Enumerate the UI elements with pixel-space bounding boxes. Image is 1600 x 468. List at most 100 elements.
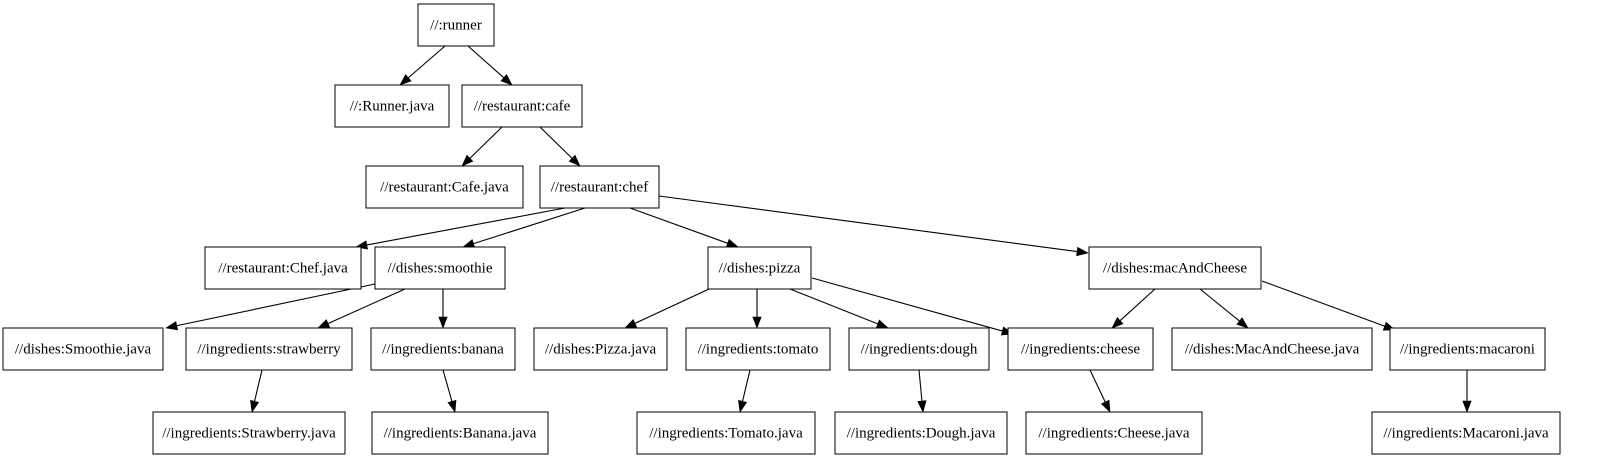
edge-line [406,45,446,80]
graph-node-macaroni_java[interactable]: //ingredients:Macaroni.java [1371,411,1561,455]
edge-arrowhead-icon [165,321,179,331]
node-box[interactable] [365,165,524,209]
edge-arrowhead-icon [250,399,260,413]
graph-node-tomato_java[interactable]: //ingredients:Tomato.java [636,411,816,455]
graph-edge [399,45,446,86]
graph-node-dishes_smoothie[interactable]: //dishes:smoothie [374,246,506,290]
edge-arrowhead-icon [1236,317,1249,329]
node-box[interactable] [417,3,495,47]
node-label: //restaurant:Chef.java [218,260,348,276]
graph-node-strawberry_java[interactable]: //ingredients:Strawberry.java [152,411,346,455]
node-label: //:Runner.java [350,98,435,114]
node-box[interactable] [539,165,660,209]
edge-arrowhead-icon [438,316,448,329]
graph-edge [1111,288,1156,329]
node-label: //ingredients:Macaroni.java [1383,425,1549,441]
edge-arrowhead-icon [1100,399,1111,413]
edge-arrowhead-icon [1462,400,1472,413]
node-box[interactable] [2,327,164,371]
graph-node-cheese_java[interactable]: //ingredients:Cheese.java [1025,411,1203,455]
graph-node-macandchz_java[interactable]: //dishes:MacAndCheese.java [1171,327,1373,371]
edge-arrowhead-icon [399,74,412,86]
node-label: //:runner [430,17,482,33]
node-box[interactable] [371,411,549,455]
graph-edge [462,207,586,248]
node-label: //dishes:Pizza.java [545,341,657,357]
graph-node-restaurant_chef[interactable]: //restaurant:chef [539,165,660,209]
edge-arrowhead-icon [917,400,927,413]
node-box[interactable] [1007,327,1154,371]
node-box[interactable] [1025,411,1203,455]
edge-arrowhead-icon [752,316,762,329]
node-box[interactable] [374,246,506,290]
node-label: //ingredients:strawberry [197,341,341,357]
graph-edge [811,277,1014,336]
edge-arrowhead-icon [462,239,476,248]
node-box[interactable] [533,327,668,371]
node-box[interactable] [1371,411,1561,455]
node-box[interactable] [185,327,353,371]
graph-node-runner[interactable]: //:runner [417,3,495,47]
graph-edge [355,207,566,250]
graph-node-ing_strawberry[interactable]: //ingredients:strawberry [185,327,353,371]
edge-arrowhead-icon [447,399,457,413]
graph-edge [250,369,263,413]
edge-arrowhead-icon [725,238,739,248]
node-label: //ingredients:tomato [698,341,819,357]
edge-line [253,369,263,404]
edge-line [174,283,376,327]
graph-node-restaurant_cafe[interactable]: //restaurant:cafe [461,84,583,128]
edge-line [789,288,880,326]
node-box[interactable] [707,246,812,290]
edge-line [918,369,923,404]
graph-node-smoothie_java[interactable]: //dishes:Smoothie.java [2,327,164,371]
graph-node-pizza_java[interactable]: //dishes:Pizza.java [533,327,668,371]
node-box[interactable] [834,411,1008,455]
graph-node-dishes_macandchz[interactable]: //dishes:macAndCheese [1088,246,1262,290]
node-box[interactable] [685,327,831,371]
edge-arrowhead-icon [317,319,331,329]
graph-edge [165,283,376,331]
graph-node-chef_java[interactable]: //restaurant:Chef.java [204,246,362,290]
edge-line [364,207,566,246]
graph-edge [738,369,751,413]
graph-edge [629,207,739,248]
edge-line [325,288,406,325]
graph-node-ing_macaroni[interactable]: //ingredients:macaroni [1389,327,1546,371]
edge-line [1118,288,1156,323]
node-box[interactable] [152,411,346,455]
edge-arrowhead-icon [461,154,474,167]
graph-node-dishes_pizza[interactable]: //dishes:pizza [707,246,812,290]
node-label: //ingredients:macaroni [1400,341,1535,357]
node-box[interactable] [204,246,362,290]
node-box[interactable] [1171,327,1373,371]
edge-line [468,126,503,161]
edge-arrowhead-icon [1111,316,1124,329]
node-box[interactable] [848,327,990,371]
node-label: //ingredients:cheese [1021,341,1140,357]
node-box[interactable] [370,327,516,371]
graph-node-ing_tomato[interactable]: //ingredients:tomato [685,327,831,371]
graph-node-dough_java[interactable]: //ingredients:Dough.java [834,411,1008,455]
graph-node-ing_dough[interactable]: //ingredients:dough [848,327,990,371]
node-box[interactable] [636,411,816,455]
edge-line [1261,280,1387,328]
graph-edge [438,289,448,329]
graph-node-runner_java[interactable]: //:Runner.java [334,84,450,128]
graph-node-banana_java[interactable]: //ingredients:Banana.java [371,411,549,455]
graph-node-ing_banana[interactable]: //ingredients:banana [370,327,516,371]
node-label: //ingredients:Dough.java [847,425,996,441]
graph-edge [1089,369,1111,413]
edge-line [741,369,751,404]
node-label: //ingredients:Banana.java [384,425,537,441]
node-box[interactable] [1389,327,1546,371]
node-box[interactable] [1088,246,1262,290]
graph-edge [467,45,513,86]
graph-node-cafe_java[interactable]: //restaurant:Cafe.java [365,165,524,209]
graph-node-ing_cheese[interactable]: //ingredients:cheese [1007,327,1154,371]
graph-edge [917,369,927,413]
node-box[interactable] [334,84,450,128]
node-box[interactable] [461,84,583,128]
edge-line [539,126,574,161]
